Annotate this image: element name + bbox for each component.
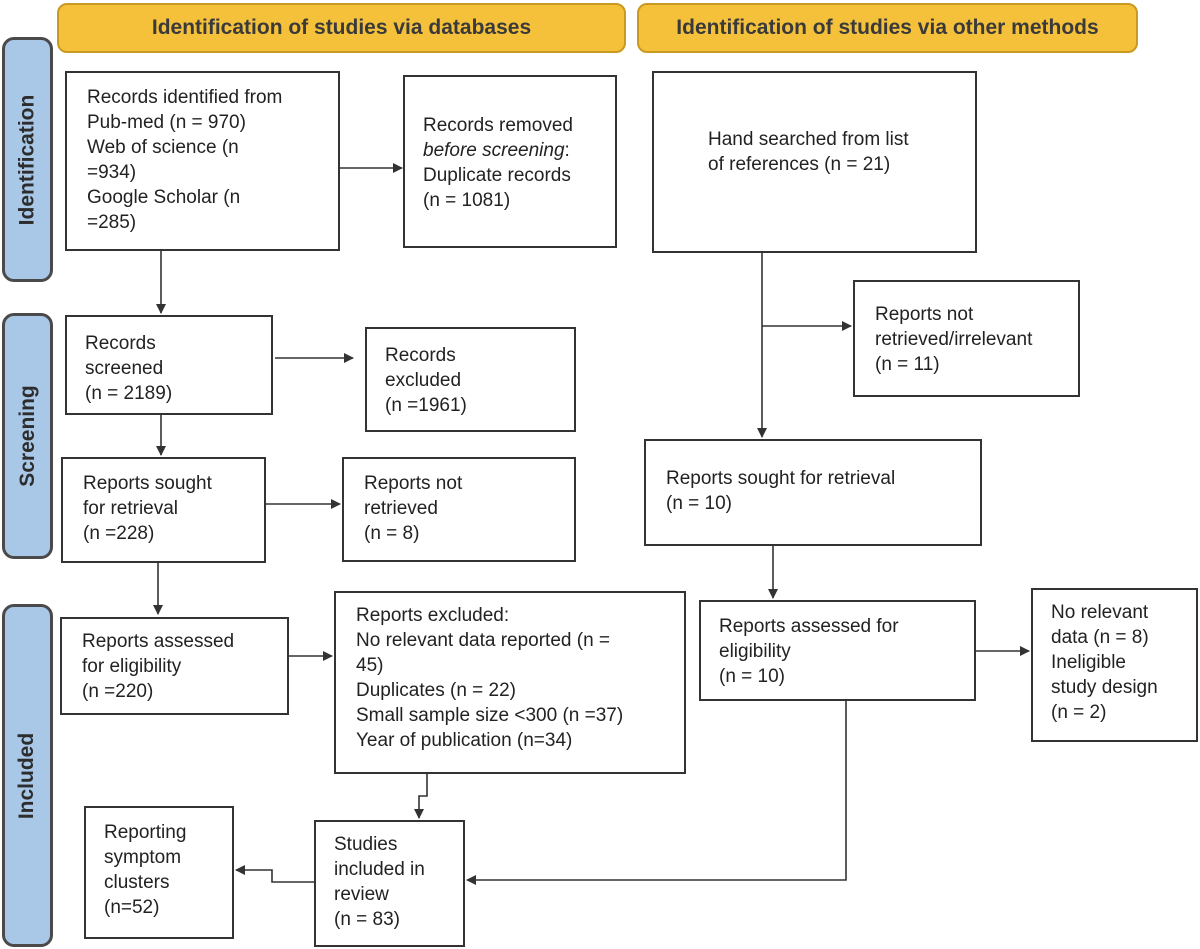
box-line: (n = 1081) — [423, 190, 511, 211]
box-line: retrieved/irrelevant — [875, 329, 1033, 350]
box-line: study design — [1051, 677, 1158, 698]
box-line: data (n = 8) — [1051, 627, 1149, 648]
box-line: Reports not — [364, 473, 463, 494]
box-line: Ineligible — [1051, 652, 1126, 673]
box-reports-sought-db: Reports sought for retrieval (n =228) — [61, 457, 266, 563]
box-line: (n = 83) — [334, 909, 401, 930]
box-excluded-other: No relevant data (n = 8) Ineligible stud… — [1031, 588, 1198, 742]
box-reports-sought-other: Reports sought for retrieval (n = 10) — [644, 439, 982, 546]
box-line: included in — [334, 859, 425, 880]
box-records-screened: Records screened (n = 2189) — [65, 315, 273, 415]
header-databases: Identification of studies via databases — [57, 3, 626, 53]
box-line: (n =220) — [82, 681, 154, 702]
box-line: screened — [85, 358, 164, 379]
box-line: No relevant data reported (n = — [356, 630, 611, 651]
box-line: Hand searched from list — [708, 129, 909, 150]
box-hand-searched: Hand searched from list of references (n… — [652, 71, 977, 253]
box-records-identified: Records identified from Pub-med (n = 970… — [65, 71, 340, 251]
box-line: Reports not — [875, 304, 974, 325]
box-line: clusters — [104, 872, 170, 893]
box-line: Records — [85, 333, 156, 354]
box-line: =934) — [87, 162, 137, 183]
box-line: (n = 10) — [666, 492, 733, 514]
stage-included: Included — [2, 604, 53, 947]
box-line: before screening: — [423, 138, 597, 163]
box-reports-not-retrieved-other: Reports not retrieved/irrelevant (n = 11… — [853, 280, 1080, 397]
box-line: review — [334, 884, 389, 905]
arrow-excluded-to-included — [414, 774, 428, 819]
box-line: No relevant — [1051, 602, 1149, 623]
arrow-assessed-other-to-included — [466, 701, 847, 885]
box-reports-assessed-other: Reports assessed for eligibility (n = 10… — [699, 600, 976, 701]
box-reports-not-retrieved-db: Reports not retrieved (n = 8) — [342, 457, 576, 562]
box-studies-included: Studies included in review (n = 83) — [314, 820, 465, 947]
box-line: Records removed — [423, 115, 573, 136]
box-line: Duplicate records — [423, 165, 571, 186]
box-line: Reports sought for retrieval — [666, 467, 896, 489]
box-line-colon: : — [564, 140, 570, 161]
box-line: of references (n = 21) — [708, 154, 891, 175]
box-line: Reports excluded: — [356, 605, 510, 626]
box-line: Google Scholar (n — [87, 187, 241, 208]
box-line-italic: before screening — [423, 140, 565, 161]
box-line: Reports assessed — [82, 631, 235, 652]
box-line: (n =228) — [83, 523, 155, 544]
box-reporting-symptom-clusters: Reporting symptom clusters (n=52) — [84, 806, 234, 939]
box-line: =285) — [87, 212, 137, 233]
box-records-removed: Records removed before screening: Duplic… — [403, 75, 617, 248]
box-line: symptom — [104, 847, 182, 868]
header-other-methods: Identification of studies via other meth… — [637, 3, 1138, 53]
box-line: Pub-med (n = 970) — [87, 112, 246, 133]
stage-screening: Screening — [2, 313, 53, 559]
box-line: retrieved — [364, 498, 438, 519]
box-line: for retrieval — [83, 498, 179, 519]
box-line: Small sample size <300 (n =37) — [356, 705, 624, 726]
box-reports-assessed-db: Reports assessed for eligibility (n =220… — [60, 617, 289, 715]
box-line: Records — [385, 345, 456, 366]
box-line: Reports sought — [83, 473, 212, 494]
arrow-included-to-symptom — [235, 865, 314, 883]
stage-identification: Identification — [2, 37, 53, 282]
box-reports-excluded-db: Reports excluded: No relevant data repor… — [334, 591, 686, 774]
box-line: Duplicates (n = 22) — [356, 680, 516, 701]
box-line: (n =1961) — [385, 395, 467, 416]
box-line: for eligibility — [82, 656, 182, 677]
box-line: (n = 2189) — [85, 383, 173, 404]
box-records-excluded: Records excluded (n =1961) — [365, 327, 576, 432]
box-line: Reporting — [104, 822, 187, 843]
box-line: (n = 11) — [875, 354, 940, 375]
box-line: excluded — [385, 370, 462, 391]
box-line: (n = 2) — [1051, 702, 1107, 723]
box-line: Reports assessed for — [719, 616, 899, 637]
box-line: Records identified from — [87, 87, 283, 108]
box-line: 45) — [356, 655, 384, 676]
box-line: Studies — [334, 834, 398, 855]
box-line: (n=52) — [104, 897, 160, 918]
box-line: (n = 10) — [719, 666, 786, 687]
box-line: Year of publication (n=34) — [356, 730, 573, 751]
box-line: eligibility — [719, 641, 791, 662]
box-line: (n = 8) — [364, 523, 420, 544]
box-line: Web of science (n — [87, 137, 239, 158]
